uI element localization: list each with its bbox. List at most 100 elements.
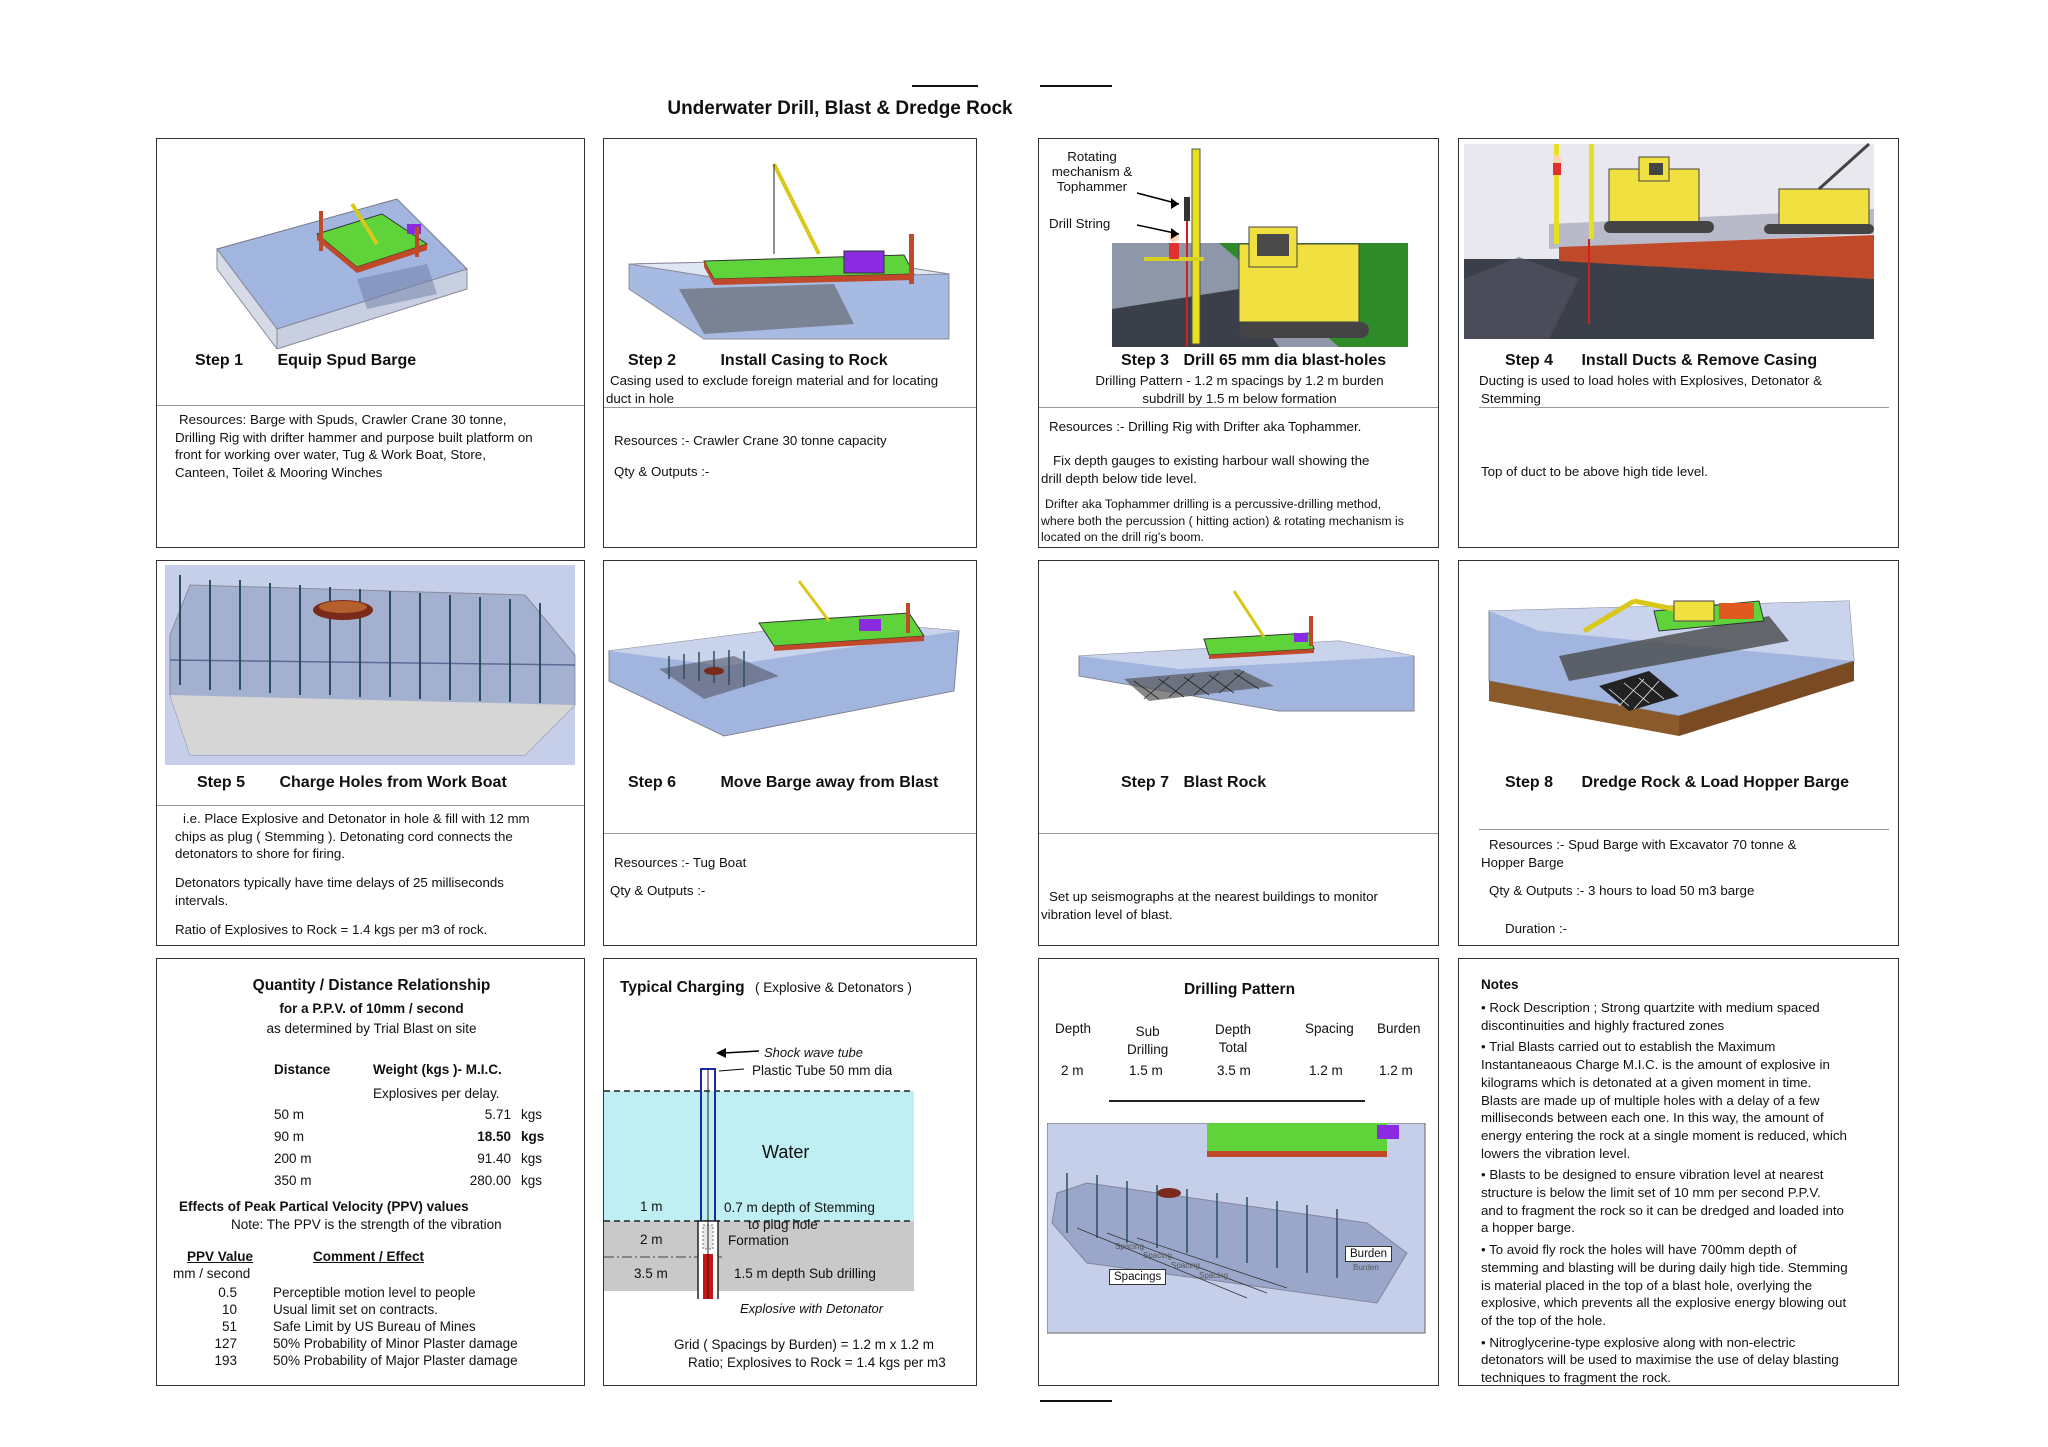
note-line: • Trial Blasts carried out to establish … <box>1481 1039 1776 1055</box>
divider <box>1479 829 1889 830</box>
step-4-name: Install Ducts & Remove Casing <box>1581 352 1818 369</box>
text-line: drill depth below tide level. <box>1041 470 1197 486</box>
charging-diagram <box>604 1048 914 1299</box>
step-4-heading: Step 4 Install Ducts & Remove Casing <box>1505 352 1817 370</box>
spacings-label-box: Spacings <box>1109 1269 1167 1285</box>
ppv-row-value: 0.5 <box>218 1285 237 1300</box>
ppv-row-comment: 50% Probability of Minor Plaster damage <box>273 1336 518 1351</box>
header-rule-left <box>912 85 978 87</box>
col-burden: Burden <box>1377 1021 1421 1036</box>
step-8-heading: Step 8 Dredge Rock & Load Hopper Barge <box>1505 774 1849 792</box>
note-item: • Trial Blasts carried out to establish … <box>1481 1038 1893 1162</box>
qd-row-unit: kgs <box>521 1173 543 1188</box>
step-3-depth-gauges: Fix depth gauges to existing harbour wal… <box>1041 452 1436 487</box>
val-spacing: 1.2 m <box>1309 1063 1343 1078</box>
text-line: Tophammer <box>1056 179 1128 194</box>
step-7-label: Step 7 <box>1121 774 1170 791</box>
spud-barge-illustration <box>216 198 468 349</box>
qd-row-unit: kgs <box>521 1107 543 1122</box>
val-burden: 1.2 m <box>1379 1063 1413 1078</box>
step-4-duct-note: Top of duct to be above high tide level. <box>1481 464 1708 479</box>
step-1-heading: Step 1 Equip Spud Barge <box>195 352 416 370</box>
note-line: explosive, which prevents all the explos… <box>1481 1295 1847 1311</box>
text-line: to plug hole <box>748 1217 818 1232</box>
note-line: stemming and blasting will be during dai… <box>1481 1259 1848 1275</box>
text-line: intervals. <box>175 892 229 908</box>
qd-header-weight: Weight (kgs )- M.I.C. <box>373 1062 502 1077</box>
text-line: Total <box>1218 1040 1248 1055</box>
col-sub-drilling: Sub Drilling <box>1127 1023 1168 1059</box>
divider <box>1039 407 1438 408</box>
qd-row-distance: 200 m <box>274 1151 312 1166</box>
ppv-header-value: PPV Value <box>187 1249 254 1264</box>
step-8-qty-outputs: Qty & Outputs :- 3 hours to load 50 m3 b… <box>1489 883 1755 898</box>
note-line: • Rock Description ; Strong quartzite wi… <box>1481 1000 1820 1015</box>
stemming-label: 0.7 m depth of Stemming to plug hole <box>724 1199 875 1233</box>
drill-string-label: Drill String <box>1049 216 1111 231</box>
text-line: Drilling Pattern - 1.2 m spacings by 1.2… <box>1095 373 1384 388</box>
step-7-seismographs: Set up seismographs at the nearest build… <box>1041 888 1438 923</box>
divider <box>604 833 976 834</box>
panel-step-7: Step 7 Blast Rock Set up seismographs at… <box>1038 560 1439 946</box>
water-label: Water <box>762 1142 810 1162</box>
panel-step-3: Rotating mechanism & Tophammer Drill Str… <box>1038 138 1439 548</box>
step-2-description: Casing used to exclude foreign material … <box>606 372 976 407</box>
step-7-name: Blast Rock <box>1183 774 1267 791</box>
step-1-label: Step 1 <box>195 352 244 369</box>
grid-spacing-note: Grid ( Spacings by Burden) = 1.2 m x 1.2… <box>674 1337 934 1352</box>
spacing-label-2: Spacing <box>1143 1251 1172 1260</box>
note-line: • Blasts to be designed to ensure vibrat… <box>1481 1167 1824 1183</box>
burden-small-label: Burden <box>1353 1263 1379 1272</box>
text-line: Depth <box>1215 1022 1252 1037</box>
text-line: Set up seismographs at the nearest build… <box>1049 889 1378 904</box>
note-item: • To avoid fly rock the holes will have … <box>1481 1241 1893 1330</box>
step-6-heading: Step 6 Move Barge away from Blast <box>628 774 938 792</box>
ppv-row-comment: Safe Limit by US Bureau of Mines <box>273 1319 476 1334</box>
step-4-description: Ducting is used to load holes with Explo… <box>1479 372 1889 407</box>
panel-step-5: Step 5 Charge Holes from Work Boat i.e. … <box>156 560 585 946</box>
ppv-header-comment: Comment / Effect <box>313 1249 425 1264</box>
drill-rig-illustration <box>1112 148 1408 347</box>
qd-row-distance: 350 m <box>274 1173 312 1188</box>
note-line: is material placed in the top of a blast… <box>1481 1277 1813 1293</box>
divider <box>1479 407 1889 408</box>
qd-row-unit: kgs <box>521 1129 545 1144</box>
divider <box>604 407 976 408</box>
text-line: mechanism & <box>1051 164 1133 179</box>
step-5-name: Charge Holes from Work Boat <box>279 774 507 791</box>
step-6-label: Step 6 <box>628 774 677 791</box>
step-1-resources: Resources: Barge with Spuds, Crawler Cra… <box>175 411 580 481</box>
charging-title-row: Typical Charging ( Explosive & Detonator… <box>620 979 912 997</box>
step-1-name: Equip Spud Barge <box>277 352 417 369</box>
text-line: Resources :- Spud Barge with Excavator 7… <box>1489 837 1797 852</box>
panel-step-2: Step 2 Install Casing to Rock Casing use… <box>603 138 977 548</box>
step-5-delays: Detonators typically have time delays of… <box>175 874 580 909</box>
panel-typical-charging: Typical Charging ( Explosive & Detonator… <box>603 958 977 1386</box>
step-7-heading: Step 7 Blast Rock <box>1121 774 1266 792</box>
text-line: Stemming <box>1481 390 1541 406</box>
step-3-heading: Step 3 Drill 65 mm dia blast-holes <box>1121 352 1386 370</box>
text-line: subdrill by 1.5 m below formation <box>1142 390 1337 406</box>
qd-row-distance: 90 m <box>274 1129 305 1144</box>
step-2-name: Install Casing to Rock <box>720 352 888 369</box>
qd-row-weight: 91.40 <box>477 1151 511 1166</box>
note-item: • Rock Description ; Strong quartzite wi… <box>1481 999 1893 1034</box>
rotating-mechanism-label: Rotating mechanism & Tophammer <box>1047 149 1137 194</box>
text-line: Drifter aka Tophammer drilling is a perc… <box>1045 497 1382 511</box>
dredge-rock-illustration <box>1488 598 1855 736</box>
note-line: techniques to fragment the rock. <box>1481 1370 1671 1386</box>
step-2-heading: Step 2 Install Casing to Rock <box>628 352 888 370</box>
drilling-pattern-illustration <box>1047 1123 1426 1334</box>
panel-quantity-distance: Quantity / Distance Relationship for a P… <box>156 958 585 1386</box>
depth-2m-label: 2 m <box>640 1232 663 1247</box>
plastic-tube-label: Plastic Tube 50 mm dia <box>752 1063 893 1078</box>
depth-1m-label: 1 m <box>640 1199 663 1214</box>
notes-title: Notes <box>1481 977 1519 992</box>
ppv-row-value: 127 <box>214 1336 237 1351</box>
note-line: • Nitroglycerine-type explosive along wi… <box>1481 1334 1796 1350</box>
note-line: structure is below the limit set of 10 m… <box>1481 1185 1821 1201</box>
text-line: chips as plug ( Stemming ). Detonating c… <box>175 828 513 844</box>
note-line: Blasts are made up of multiple holes wit… <box>1481 1092 1820 1108</box>
note-line: and to fragment the rock so it can be dr… <box>1481 1202 1844 1218</box>
note-line: discontinuities and highly fractured zon… <box>1481 1017 1725 1033</box>
